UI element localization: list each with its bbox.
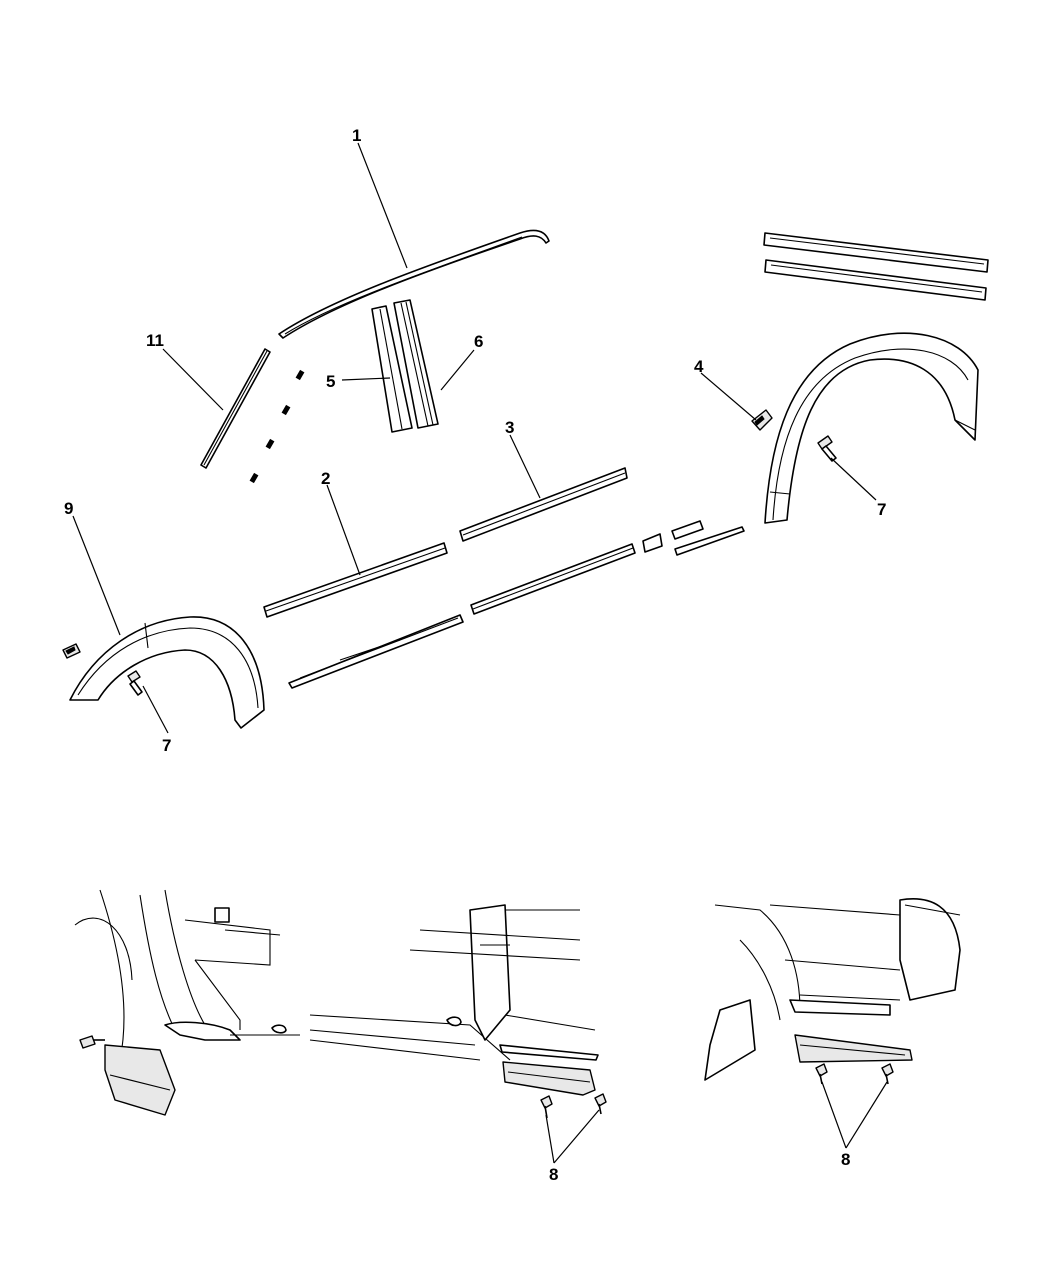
callout-7-right: 7 [877,500,886,519]
rear-wheel-flare [764,332,979,524]
roof-rail-lower [764,259,987,301]
callout-9: 9 [64,499,73,518]
rear-mudflap-install-view [704,898,961,1085]
bracket-left [62,643,81,659]
rear-trim-pieces [642,520,745,556]
b-pillar-applique-part-5 [371,305,413,433]
callout-3: 3 [505,418,514,437]
callout-1: 1 [352,126,361,145]
front-door-molding-part-2 [263,542,448,618]
pillar-clips [249,369,305,484]
callout-4: 4 [694,357,704,376]
bracket-part-4 [751,409,773,431]
roof-molding-part-1 [278,229,550,339]
callout-5: 5 [326,372,335,391]
front-wheel-flare-part-9 [69,616,265,729]
rear-door-molding-part-3 [459,467,628,542]
rocker-molding-front [288,614,464,689]
roof-rail-upper [763,232,989,273]
callout-11: 11 [146,331,164,350]
callout-7-left: 7 [162,736,171,755]
callout-8-center: 8 [549,1165,558,1184]
callout-2: 2 [321,469,330,488]
callout-8-right: 8 [841,1150,850,1169]
leader-lines [72,142,888,1164]
callout-6: 6 [474,332,483,351]
push-pin-fastener-right [817,435,837,462]
rocker-mudflap-install-view [309,904,607,1119]
rocker-molding-rear [470,543,636,615]
front-mudflap-install-view [74,889,300,1116]
a-pillar-molding-part-11 [200,348,271,469]
b-pillar-applique-part-6 [393,299,439,429]
push-pin-fastener-left [127,670,143,696]
